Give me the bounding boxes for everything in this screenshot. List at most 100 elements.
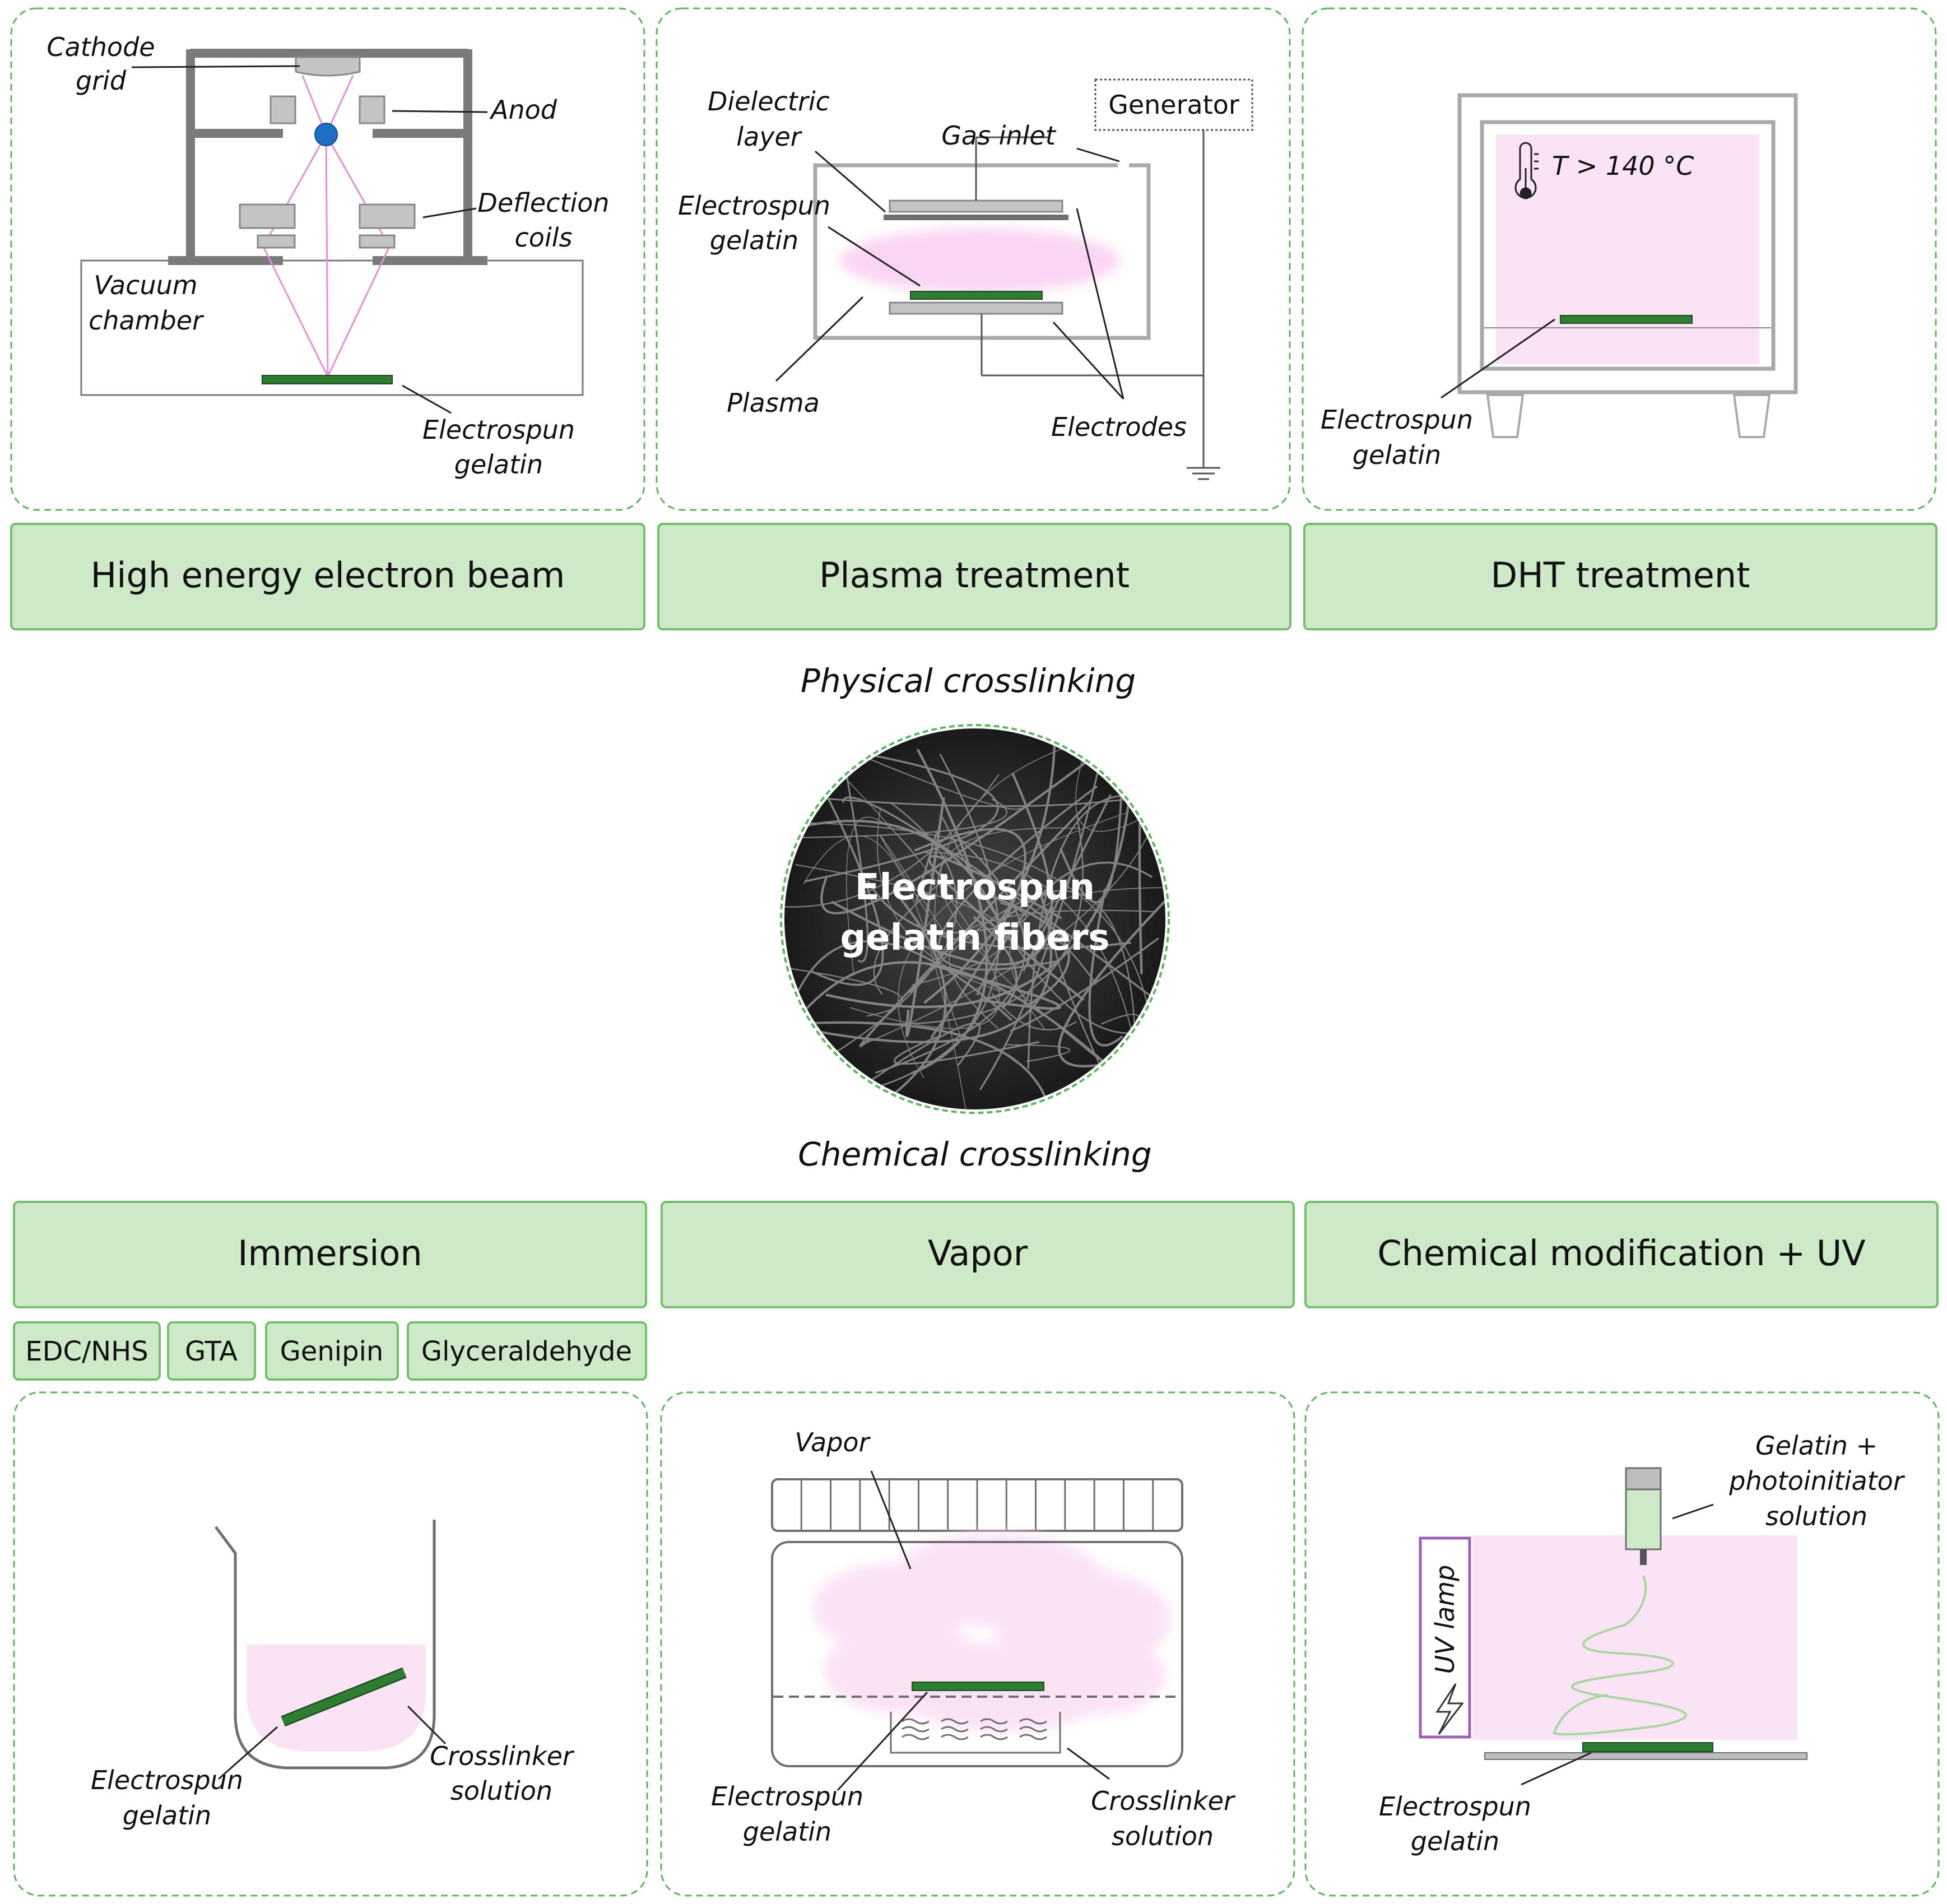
fiber-strand	[784, 965, 903, 1017]
chip-genipin-text: Genipin	[280, 1336, 384, 1367]
fiber-strand	[830, 772, 1053, 966]
leader-line	[392, 110, 488, 113]
header-vapor	[661, 1201, 1295, 1308]
label-gelatin: gelatin	[454, 449, 543, 480]
label-cathode: Cathode	[47, 32, 155, 62]
label-gelatin: gelatin	[710, 225, 798, 256]
wave-mark	[941, 1734, 969, 1740]
leader-line	[1076, 147, 1120, 162]
sample-electrospun-gelatin	[1582, 1742, 1713, 1752]
sample-electrospun-gelatin	[1560, 315, 1693, 324]
wave-mark	[941, 1726, 969, 1733]
fiber-strand	[1006, 1044, 1071, 1062]
label-anod: Anod	[489, 95, 557, 125]
deflection-coil-right	[359, 203, 416, 229]
wave-mark	[902, 1726, 930, 1733]
wave-mark	[980, 1734, 1008, 1740]
fiber-strand	[979, 767, 1100, 1090]
label-crosslinker: Crosslinker	[1091, 1786, 1236, 1816]
fiber-strand	[910, 748, 988, 1075]
deflection-coil-left	[239, 203, 296, 229]
solution-waves	[902, 1718, 1047, 1740]
panel-plasma: Generator Dielectric layer Gas inlet Ele…	[656, 7, 1291, 511]
header-electron-beam	[10, 523, 645, 630]
panel-immersion: Electrospun gelatin Crosslinker solution	[13, 1391, 648, 1897]
leader-line	[422, 207, 477, 219]
label-electrospun: Electrospun	[422, 415, 575, 445]
fiber-strand	[825, 732, 1135, 1009]
vacuum-chamber	[80, 259, 584, 396]
fiber-strand	[1027, 795, 1144, 1070]
fiber-strand	[915, 831, 938, 903]
fiber-circle-border	[780, 724, 1170, 1114]
heated-zone	[1496, 134, 1759, 364]
vapor-cloud	[812, 1533, 1171, 1731]
label-chamber: chamber	[89, 305, 205, 336]
fiber-mesh	[784, 728, 1165, 1109]
label-gelatin: gelatin	[123, 1800, 211, 1831]
wave-mark	[1019, 1726, 1047, 1733]
leader-line	[815, 150, 886, 213]
leader-line	[1052, 321, 1124, 400]
wave-mark	[1019, 1718, 1047, 1725]
leader-line	[1672, 1503, 1714, 1520]
generator-wiring	[975, 129, 1220, 480]
fiber-strand	[1010, 937, 1159, 1032]
center-title-line2: gelatin fibers	[840, 917, 1109, 959]
header-dht	[1303, 523, 1937, 630]
header-immersion	[13, 1201, 647, 1308]
fiber-strand	[843, 818, 1084, 1025]
chip-glyceraldehyde	[407, 1321, 647, 1381]
header-plasma	[657, 523, 1291, 630]
header-dht-text: DHT treatment	[1491, 555, 1750, 596]
syringe-plunger	[1625, 1467, 1662, 1490]
collector-plate	[1484, 1752, 1807, 1760]
label-gelatin: gelatin	[743, 1817, 831, 1847]
sample-electrospun-gelatin	[281, 1669, 406, 1725]
label-solution: solution	[450, 1776, 552, 1806]
anode-left	[269, 95, 296, 124]
top-electrode	[889, 199, 1063, 213]
chip-gta-text: GTA	[185, 1336, 238, 1367]
label-electrospun: Electrospun	[711, 1781, 863, 1812]
chemical-method-headers: Immersion Vapor Chemical modification + …	[13, 1201, 1939, 1308]
label-electrodes: Electrodes	[1051, 412, 1187, 442]
leader-line	[131, 65, 300, 68]
anode-right	[359, 95, 385, 124]
leader-line	[407, 1705, 447, 1745]
fiber-strand	[841, 748, 869, 963]
leader-line	[828, 226, 921, 287]
label-generator: Generator	[1108, 90, 1239, 120]
oven-foot-left	[1486, 394, 1525, 438]
plasma-glow	[839, 228, 1119, 293]
leader-line	[1521, 1752, 1592, 1786]
panel-chem-uv: UV lamp Gelatin + photoinitiator solutio…	[1304, 1391, 1940, 1897]
fiber-strand	[976, 861, 1153, 996]
label-temperature: T > 140 °C	[1552, 151, 1694, 181]
label-layer: layer	[736, 122, 802, 152]
panel-electron-beam: Cathode grid Anod Deflection coils Vacuu…	[10, 7, 645, 511]
chip-edc-nhs-text: EDC/NHS	[25, 1336, 148, 1367]
label-solution: solution	[1112, 1821, 1214, 1851]
panel-vapor: Vapor Electrospun gelatin Crosslinker so…	[660, 1391, 1295, 1897]
center-fiber-image: Electrospun gelatin fibers	[780, 724, 1170, 1114]
leader-line	[218, 1726, 278, 1780]
panel-dht: T > 140 °C Electrospun gelatin	[1302, 7, 1937, 511]
beaker	[214, 1520, 436, 1770]
label-electrospun: Electrospun	[91, 1765, 243, 1795]
generator-box	[1094, 78, 1253, 131]
oven-foot-right	[1732, 394, 1771, 438]
leader-line	[1067, 1747, 1110, 1780]
bottom-electrode	[889, 301, 1063, 315]
fiber-strand	[859, 800, 1092, 1047]
syringe-needle	[1640, 1549, 1647, 1565]
lightning-icon	[1435, 1683, 1465, 1735]
chip-edc-nhs	[13, 1321, 161, 1381]
label-crosslinker: Crosslinker	[430, 1741, 575, 1771]
label-gelatin: gelatin	[1353, 440, 1441, 470]
chip-genipin	[265, 1321, 399, 1381]
fiber-strand	[1088, 888, 1124, 1047]
center-title-line1: Electrospun	[855, 867, 1095, 908]
deflection-coil-left-small	[257, 234, 296, 249]
fiber-strand	[1054, 941, 1119, 1106]
